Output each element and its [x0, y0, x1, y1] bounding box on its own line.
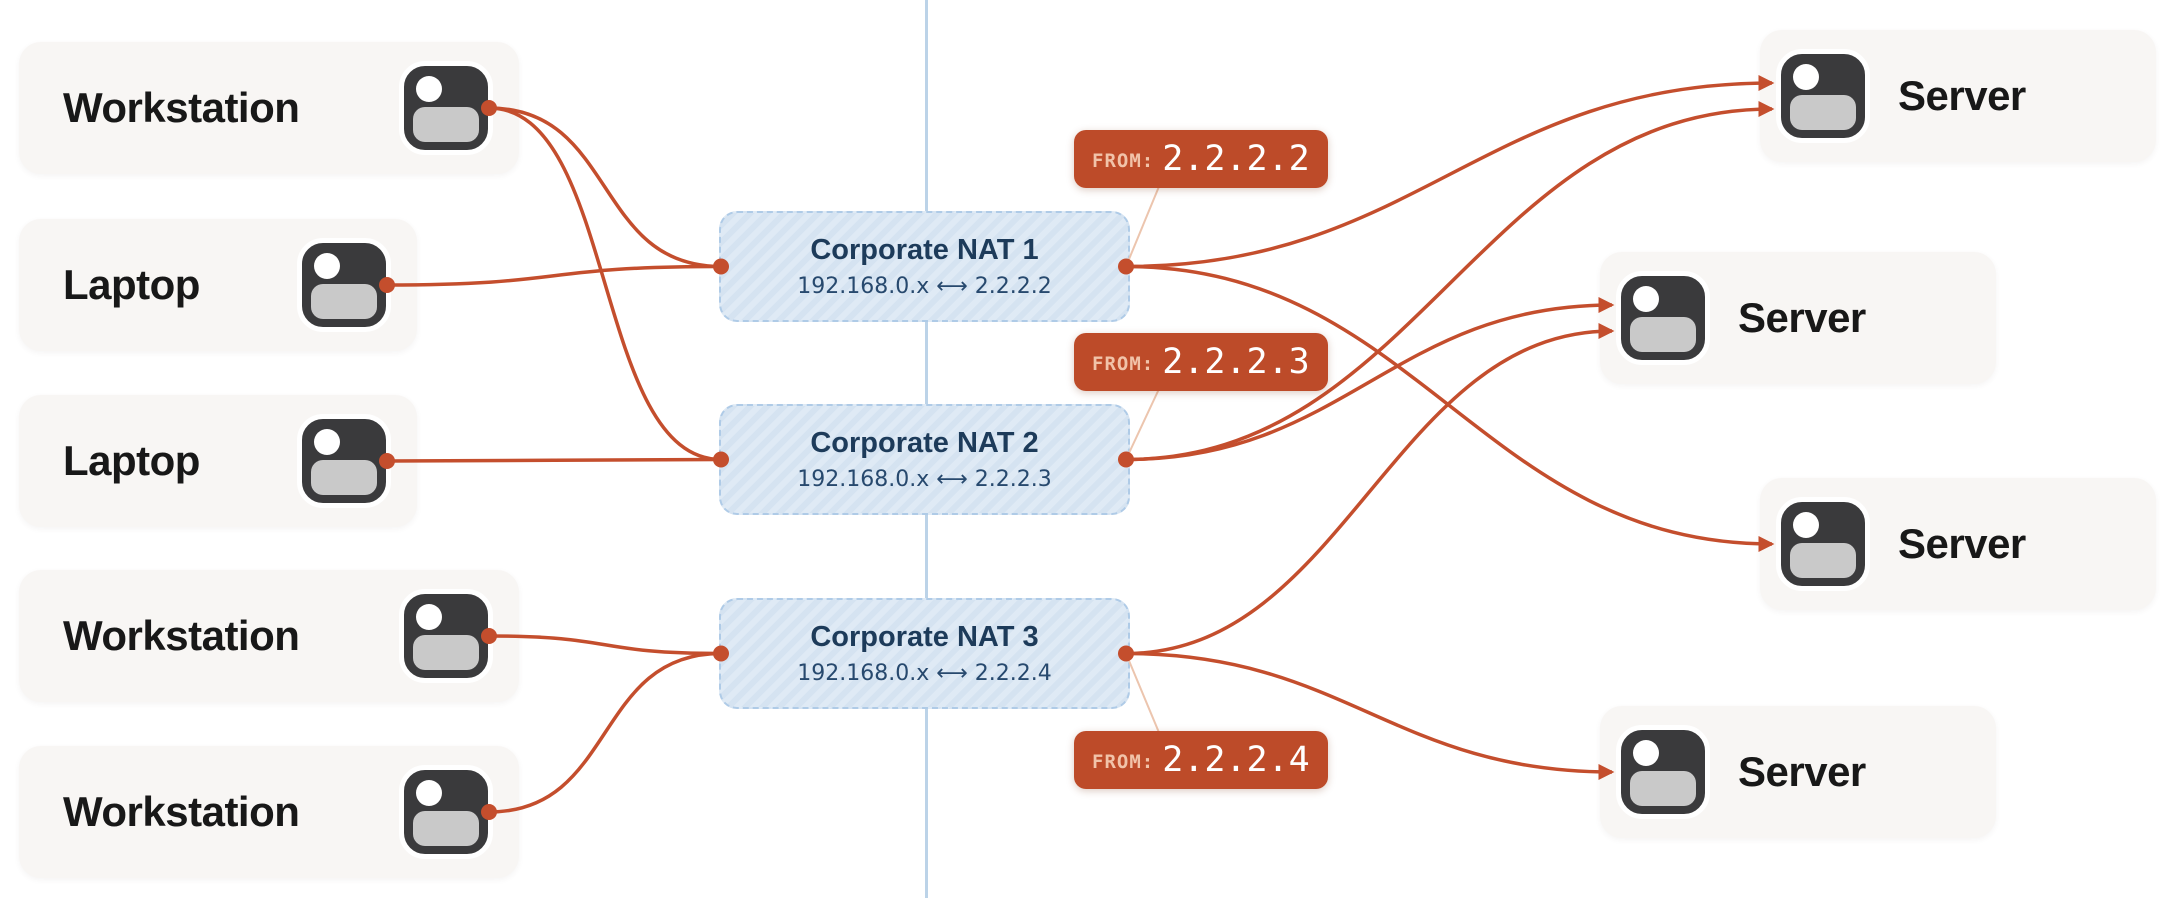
- client-label: Workstation: [63, 612, 300, 659]
- client-node-workstation-2: Workstation: [19, 570, 519, 702]
- client-label: Laptop: [63, 437, 200, 484]
- user-icon: [1616, 271, 1710, 365]
- nat-mapping: 192.168.0.x ⟷ 2.2.2.3: [797, 467, 1052, 492]
- nat-box-3: Corporate NAT 3 192.168.0.x ⟷ 2.2.2.4: [719, 598, 1130, 709]
- user-icon: [399, 61, 493, 155]
- client-node-laptop-2: Laptop: [19, 395, 417, 527]
- client-node-workstation-1: Workstation: [19, 42, 519, 174]
- badge-from-label: FROM:: [1092, 751, 1155, 773]
- badge-ip-value: 2.2.2.3: [1162, 342, 1310, 382]
- user-icon: [1776, 497, 1870, 591]
- user-icon: [399, 589, 493, 683]
- user-icon: [297, 238, 391, 332]
- nat-mapping: 192.168.0.x ⟷ 2.2.2.2: [797, 274, 1052, 299]
- server-node-3: Server: [1760, 478, 2156, 610]
- server-node-4: Server: [1600, 706, 1996, 838]
- server-label: Server: [1898, 520, 2026, 567]
- client-label: Workstation: [63, 84, 300, 131]
- server-node-1: Server: [1760, 30, 2156, 162]
- badge-from-label: FROM:: [1092, 353, 1155, 375]
- user-icon: [1616, 725, 1710, 819]
- user-icon: [1776, 49, 1870, 143]
- nat-mapping: 192.168.0.x ⟷ 2.2.2.4: [797, 661, 1052, 686]
- nat-title: Corporate NAT 2: [810, 427, 1039, 459]
- server-label: Server: [1738, 748, 1866, 795]
- from-ip-badge-3: FROM: 2.2.2.4: [1074, 731, 1328, 789]
- client-node-laptop-1: Laptop: [19, 219, 417, 351]
- nat-title: Corporate NAT 3: [810, 621, 1039, 653]
- badge-ip-value: 2.2.2.4: [1162, 740, 1310, 780]
- client-node-workstation-3: Workstation: [19, 746, 519, 878]
- from-ip-badge-1: FROM: 2.2.2.2: [1074, 130, 1328, 188]
- nat-title: Corporate NAT 1: [810, 234, 1039, 266]
- server-node-2: Server: [1600, 252, 1996, 384]
- user-icon: [399, 765, 493, 859]
- client-label: Laptop: [63, 261, 200, 308]
- nat-box-1: Corporate NAT 1 192.168.0.x ⟷ 2.2.2.2: [719, 211, 1130, 322]
- from-ip-badge-2: FROM: 2.2.2.3: [1074, 333, 1328, 391]
- badge-from-label: FROM:: [1092, 150, 1155, 172]
- badge-ip-value: 2.2.2.2: [1162, 139, 1310, 179]
- server-label: Server: [1898, 72, 2026, 119]
- nat-box-2: Corporate NAT 2 192.168.0.x ⟷ 2.2.2.3: [719, 404, 1130, 515]
- user-icon: [297, 414, 391, 508]
- client-label: Workstation: [63, 788, 300, 835]
- server-label: Server: [1738, 294, 1866, 341]
